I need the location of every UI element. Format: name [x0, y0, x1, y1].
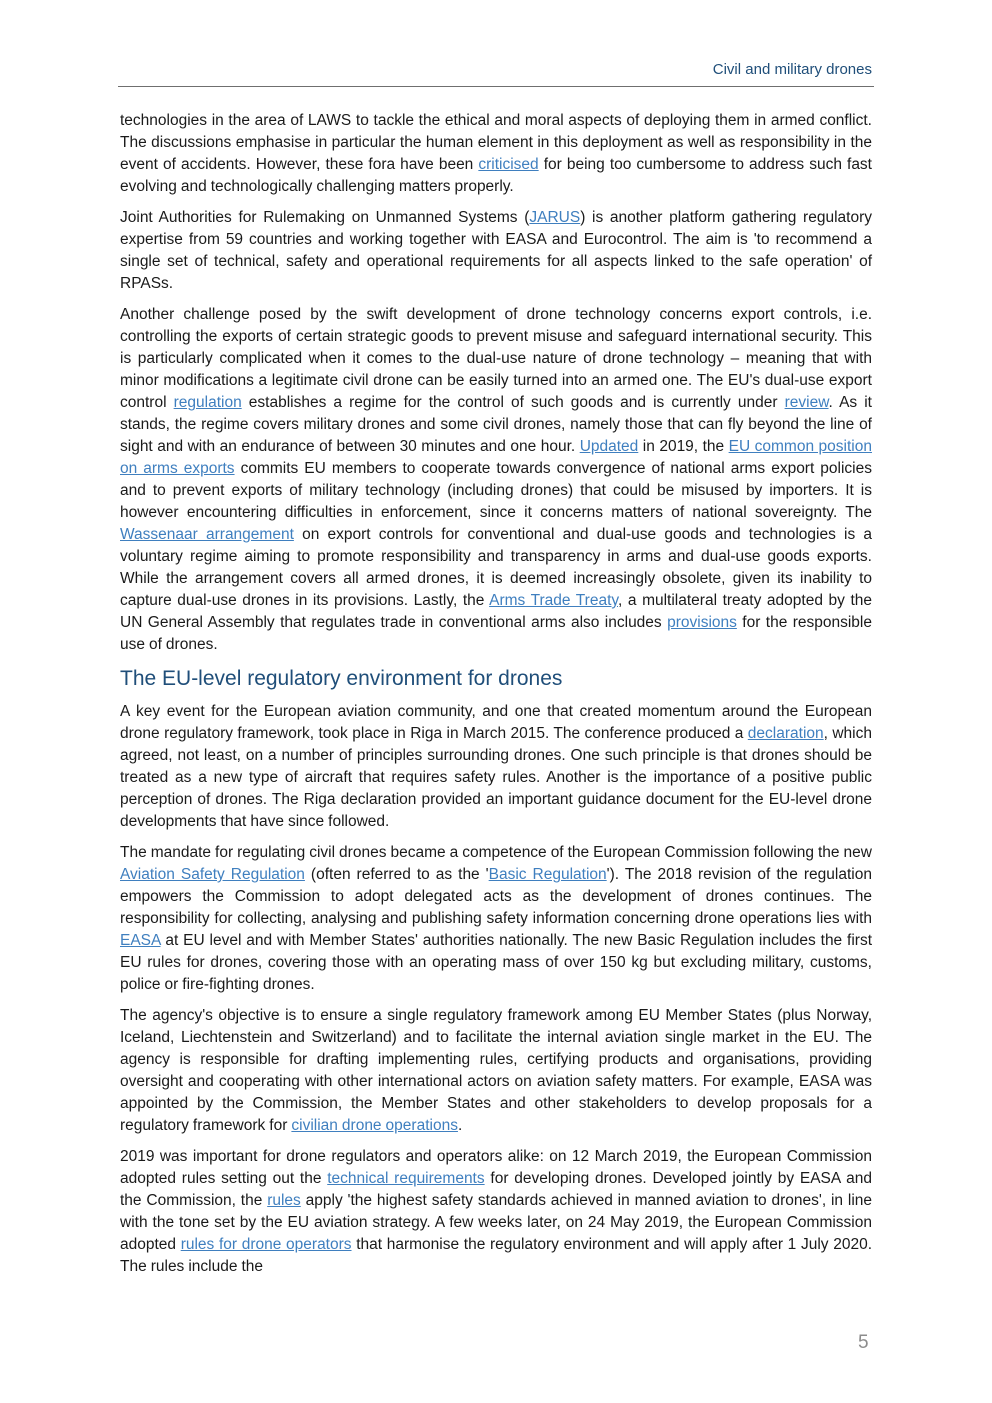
link-civilian-drone-operations[interactable]: civilian drone operations — [291, 1117, 458, 1134]
page-number: 5 — [858, 1332, 869, 1353]
paragraph: Joint Authorities for Rulemaking on Unma… — [120, 207, 872, 295]
link-aviation-safety-regulation[interactable]: Aviation Safety Regulation — [120, 866, 305, 883]
link-rules[interactable]: rules — [267, 1192, 301, 1209]
link-updated[interactable]: Updated — [579, 438, 639, 455]
paragraph-text: The mandate for regulating civil drones … — [120, 844, 872, 861]
paragraph-text: commits EU members to cooperate towards … — [120, 460, 872, 521]
link-eu-common-position-on-arms-exports[interactable]: EU common position on arms exports — [120, 438, 872, 477]
link-basic-regulation[interactable]: Basic Regulation — [488, 866, 607, 883]
paragraph-text: (often referred to as the ' — [304, 866, 489, 883]
paragraph-group-intro: technologies in the area of LAWS to tack… — [120, 110, 872, 656]
paragraph-text: in 2019, the — [638, 438, 729, 455]
paragraph-text: '). The 2018 revision of the regulation … — [120, 866, 872, 927]
paragraph: The agency's objective is to ensure a si… — [120, 1005, 872, 1137]
header-title: Civil and military drones — [712, 61, 872, 78]
link-rules-for-drone-operators[interactable]: rules for drone operators — [180, 1236, 352, 1253]
paragraph-text: apply 'the highest safety standards achi… — [120, 1192, 873, 1253]
link-regulation[interactable]: regulation — [173, 394, 242, 411]
paragraph-group-eu-regulatory: A key event for the European aviation co… — [120, 701, 872, 1278]
paragraph-text: The agency's objective is to ensure a si… — [120, 1007, 872, 1134]
link-technical-requirements[interactable]: technical requirements — [327, 1170, 485, 1187]
link-arms-trade-treaty[interactable]: Arms Trade Treaty — [489, 592, 618, 609]
paragraph: 2019 was important for drone regulators … — [120, 1146, 872, 1278]
paragraph-text: . — [457, 1117, 463, 1134]
link-declaration[interactable]: declaration — [747, 725, 824, 742]
running-header: Civil and military drones — [118, 58, 874, 87]
paragraph-text: for being too cumbersome to address such… — [120, 156, 872, 195]
paragraph-text: 2019 was important for drone regulators … — [120, 1148, 872, 1187]
paragraph-text: for developing drones. Developed jointly… — [120, 1170, 872, 1209]
paragraph: technologies in the area of LAWS to tack… — [120, 110, 872, 198]
paragraph-text: on export controls for conventional and … — [120, 526, 872, 609]
paragraph: Another challenge posed by the swift dev… — [120, 304, 872, 656]
section-heading: The EU-level regulatory environment for … — [120, 667, 563, 690]
paragraph: A key event for the European aviation co… — [120, 701, 872, 833]
paragraph-text: at EU level and with Member States' auth… — [120, 932, 872, 993]
link-easa[interactable]: EASA — [120, 932, 161, 949]
paragraph-text: technologies in the area of LAWS to tack… — [120, 112, 872, 173]
paragraph-text: ) is another platform gathering regulato… — [120, 209, 872, 292]
paragraph-text: Another challenge posed by the swift dev… — [120, 306, 872, 411]
paragraph-text: Joint Authorities for Rulemaking on Unma… — [120, 209, 530, 226]
link-criticised[interactable]: criticised — [478, 156, 539, 173]
link-jarus[interactable]: JARUS — [529, 209, 581, 226]
paragraph-text: A key event for the European aviation co… — [120, 703, 872, 742]
paragraph-text: , a multilateral treaty adopted by the U… — [120, 592, 873, 631]
link-provisions[interactable]: provisions — [667, 614, 737, 631]
paragraph-text: that harmonise the regulatory environmen… — [120, 1236, 872, 1275]
link-wassenaar-arrangement[interactable]: Wassenaar arrangement — [120, 526, 294, 543]
paragraph-text: . As it stands, the regime covers milita… — [120, 394, 872, 455]
paragraph-text: establishes a regime for the control of … — [241, 394, 785, 411]
paragraph-text: for the responsible use of drones. — [120, 614, 872, 653]
paragraph-text: , which agreed, not least, on a number o… — [120, 725, 872, 830]
paragraph: The mandate for regulating civil drones … — [120, 842, 872, 996]
link-review[interactable]: review — [784, 394, 829, 411]
page-body: technologies in the area of LAWS to tack… — [120, 110, 872, 1287]
